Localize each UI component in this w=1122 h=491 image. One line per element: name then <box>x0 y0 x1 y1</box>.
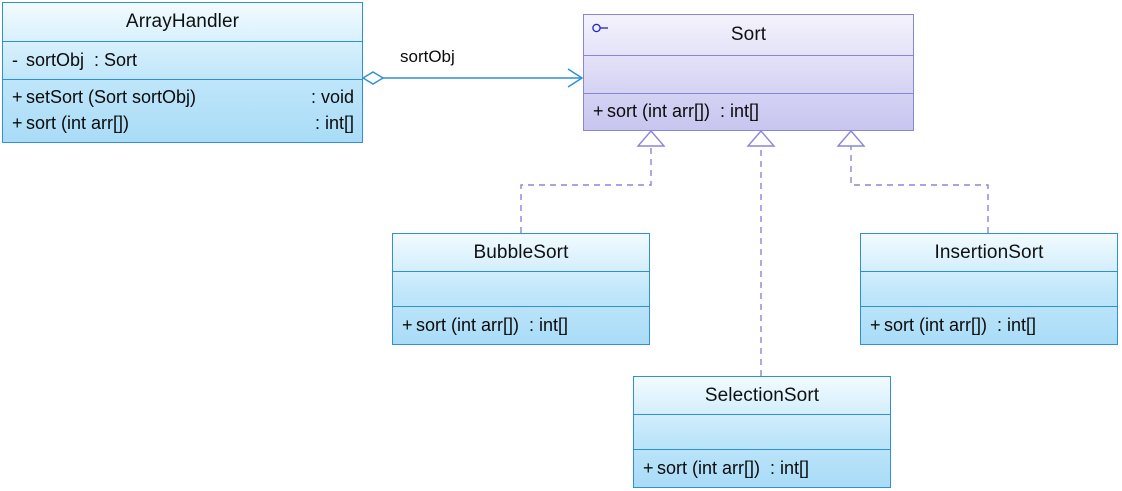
aggregation-label: sortObj <box>400 47 455 66</box>
attribute-row: -sortObj : Sort <box>12 48 362 74</box>
operation-return-type: : int[] <box>314 113 354 133</box>
class-title-text-sort: Sort <box>730 24 767 46</box>
operation-row: + setSort (Sort sortObj) : void <box>12 85 362 111</box>
class-attributes-arrayhandler: -sortObj : Sort <box>3 41 362 79</box>
interface-lollipop-icon <box>592 23 608 33</box>
class-attributes-bubblesort <box>393 271 649 305</box>
operation-return-type: : int[] <box>997 314 1037 335</box>
class-operations-insertionsort: +sort (int arr[]) : int[] <box>861 305 1117 344</box>
class-operations-selectionsort: +sort (int arr[]) : int[] <box>634 448 890 487</box>
class-title-arrayhandler: ArrayHandler <box>125 11 240 32</box>
aggregation-edge-arrayhandler-sort <box>361 68 584 88</box>
operation-return-type: : void <box>310 87 354 108</box>
visibility-marker: + <box>870 314 881 335</box>
realization-edge-insertionsort-sort <box>836 129 989 233</box>
operation-signature: sort (int arr[]) <box>657 457 761 478</box>
hollow-triangle-marker-insertionsort <box>836 129 866 147</box>
hollow-triangle-marker-bubblesort <box>636 129 666 147</box>
visibility-marker: + <box>593 101 604 122</box>
attribute-text: sortObj : Sort <box>26 49 138 70</box>
realization-edge-bubblesort-sort <box>520 129 666 233</box>
operation-return-type: : int[] <box>529 314 569 335</box>
class-box-arrayhandler[interactable]: ArrayHandler -sortObj : Sort + setSort (… <box>2 2 363 143</box>
class-box-insertionsort[interactable]: InsertionSort +sort (int arr[]) : int[] <box>860 233 1118 345</box>
operation-row: +sort (int arr[]) : int[] <box>870 313 1117 339</box>
operation-return-type: : int[] <box>770 457 810 478</box>
open-arrow-marker <box>567 68 584 88</box>
class-title-bubblesort: BubbleSort <box>473 241 569 263</box>
operation-signature: sort (int arr[]) <box>26 113 130 133</box>
visibility-marker: + <box>12 87 23 108</box>
hollow-triangle-marker-selectionsort <box>746 129 776 147</box>
class-operations-sort: +sort (int arr[]) : int[] <box>584 92 913 130</box>
class-attributes-sort <box>584 55 913 92</box>
operation-signature: setSort (Sort sortObj) <box>26 87 197 108</box>
visibility-marker: + <box>402 314 413 335</box>
operation-row: +sort (int arr[]) : int[] <box>402 313 649 339</box>
visibility-marker: - <box>12 49 18 70</box>
class-title-selectionsort: SelectionSort <box>704 384 820 406</box>
realization-line-bubblesort <box>520 145 652 233</box>
class-operations-arrayhandler: + setSort (Sort sortObj) : void + sort (… <box>3 79 362 142</box>
operation-row: + sort (int arr[]) : int[] <box>12 111 362 137</box>
operation-row: +sort (int arr[]) : int[] <box>593 99 913 125</box>
hollow-diamond-marker <box>361 71 385 85</box>
operation-signature: sort (int arr[]) <box>884 314 988 335</box>
visibility-marker: + <box>12 113 23 133</box>
visibility-marker: + <box>643 457 654 478</box>
class-operations-bubblesort: +sort (int arr[]) : int[] <box>393 305 649 344</box>
class-box-selectionsort[interactable]: SelectionSort +sort (int arr[]) : int[] <box>633 376 891 488</box>
class-attributes-selectionsort <box>634 414 890 448</box>
operation-return-type: : int[] <box>720 101 760 122</box>
realization-edge-selectionsort-sort <box>746 129 776 376</box>
class-attributes-insertionsort <box>861 271 1117 305</box>
operation-row: +sort (int arr[]) : int[] <box>643 456 890 482</box>
operation-signature: sort (int arr[]) <box>607 101 711 122</box>
realization-line-insertionsort <box>850 145 989 233</box>
class-title-sort: Sort <box>584 15 913 55</box>
class-box-sort[interactable]: Sort +sort (int arr[]) : int[] <box>583 14 914 131</box>
class-title-insertionsort: InsertionSort <box>934 241 1044 263</box>
class-box-bubblesort[interactable]: BubbleSort +sort (int arr[]) : int[] <box>392 233 650 345</box>
operation-signature: sort (int arr[]) <box>416 314 520 335</box>
